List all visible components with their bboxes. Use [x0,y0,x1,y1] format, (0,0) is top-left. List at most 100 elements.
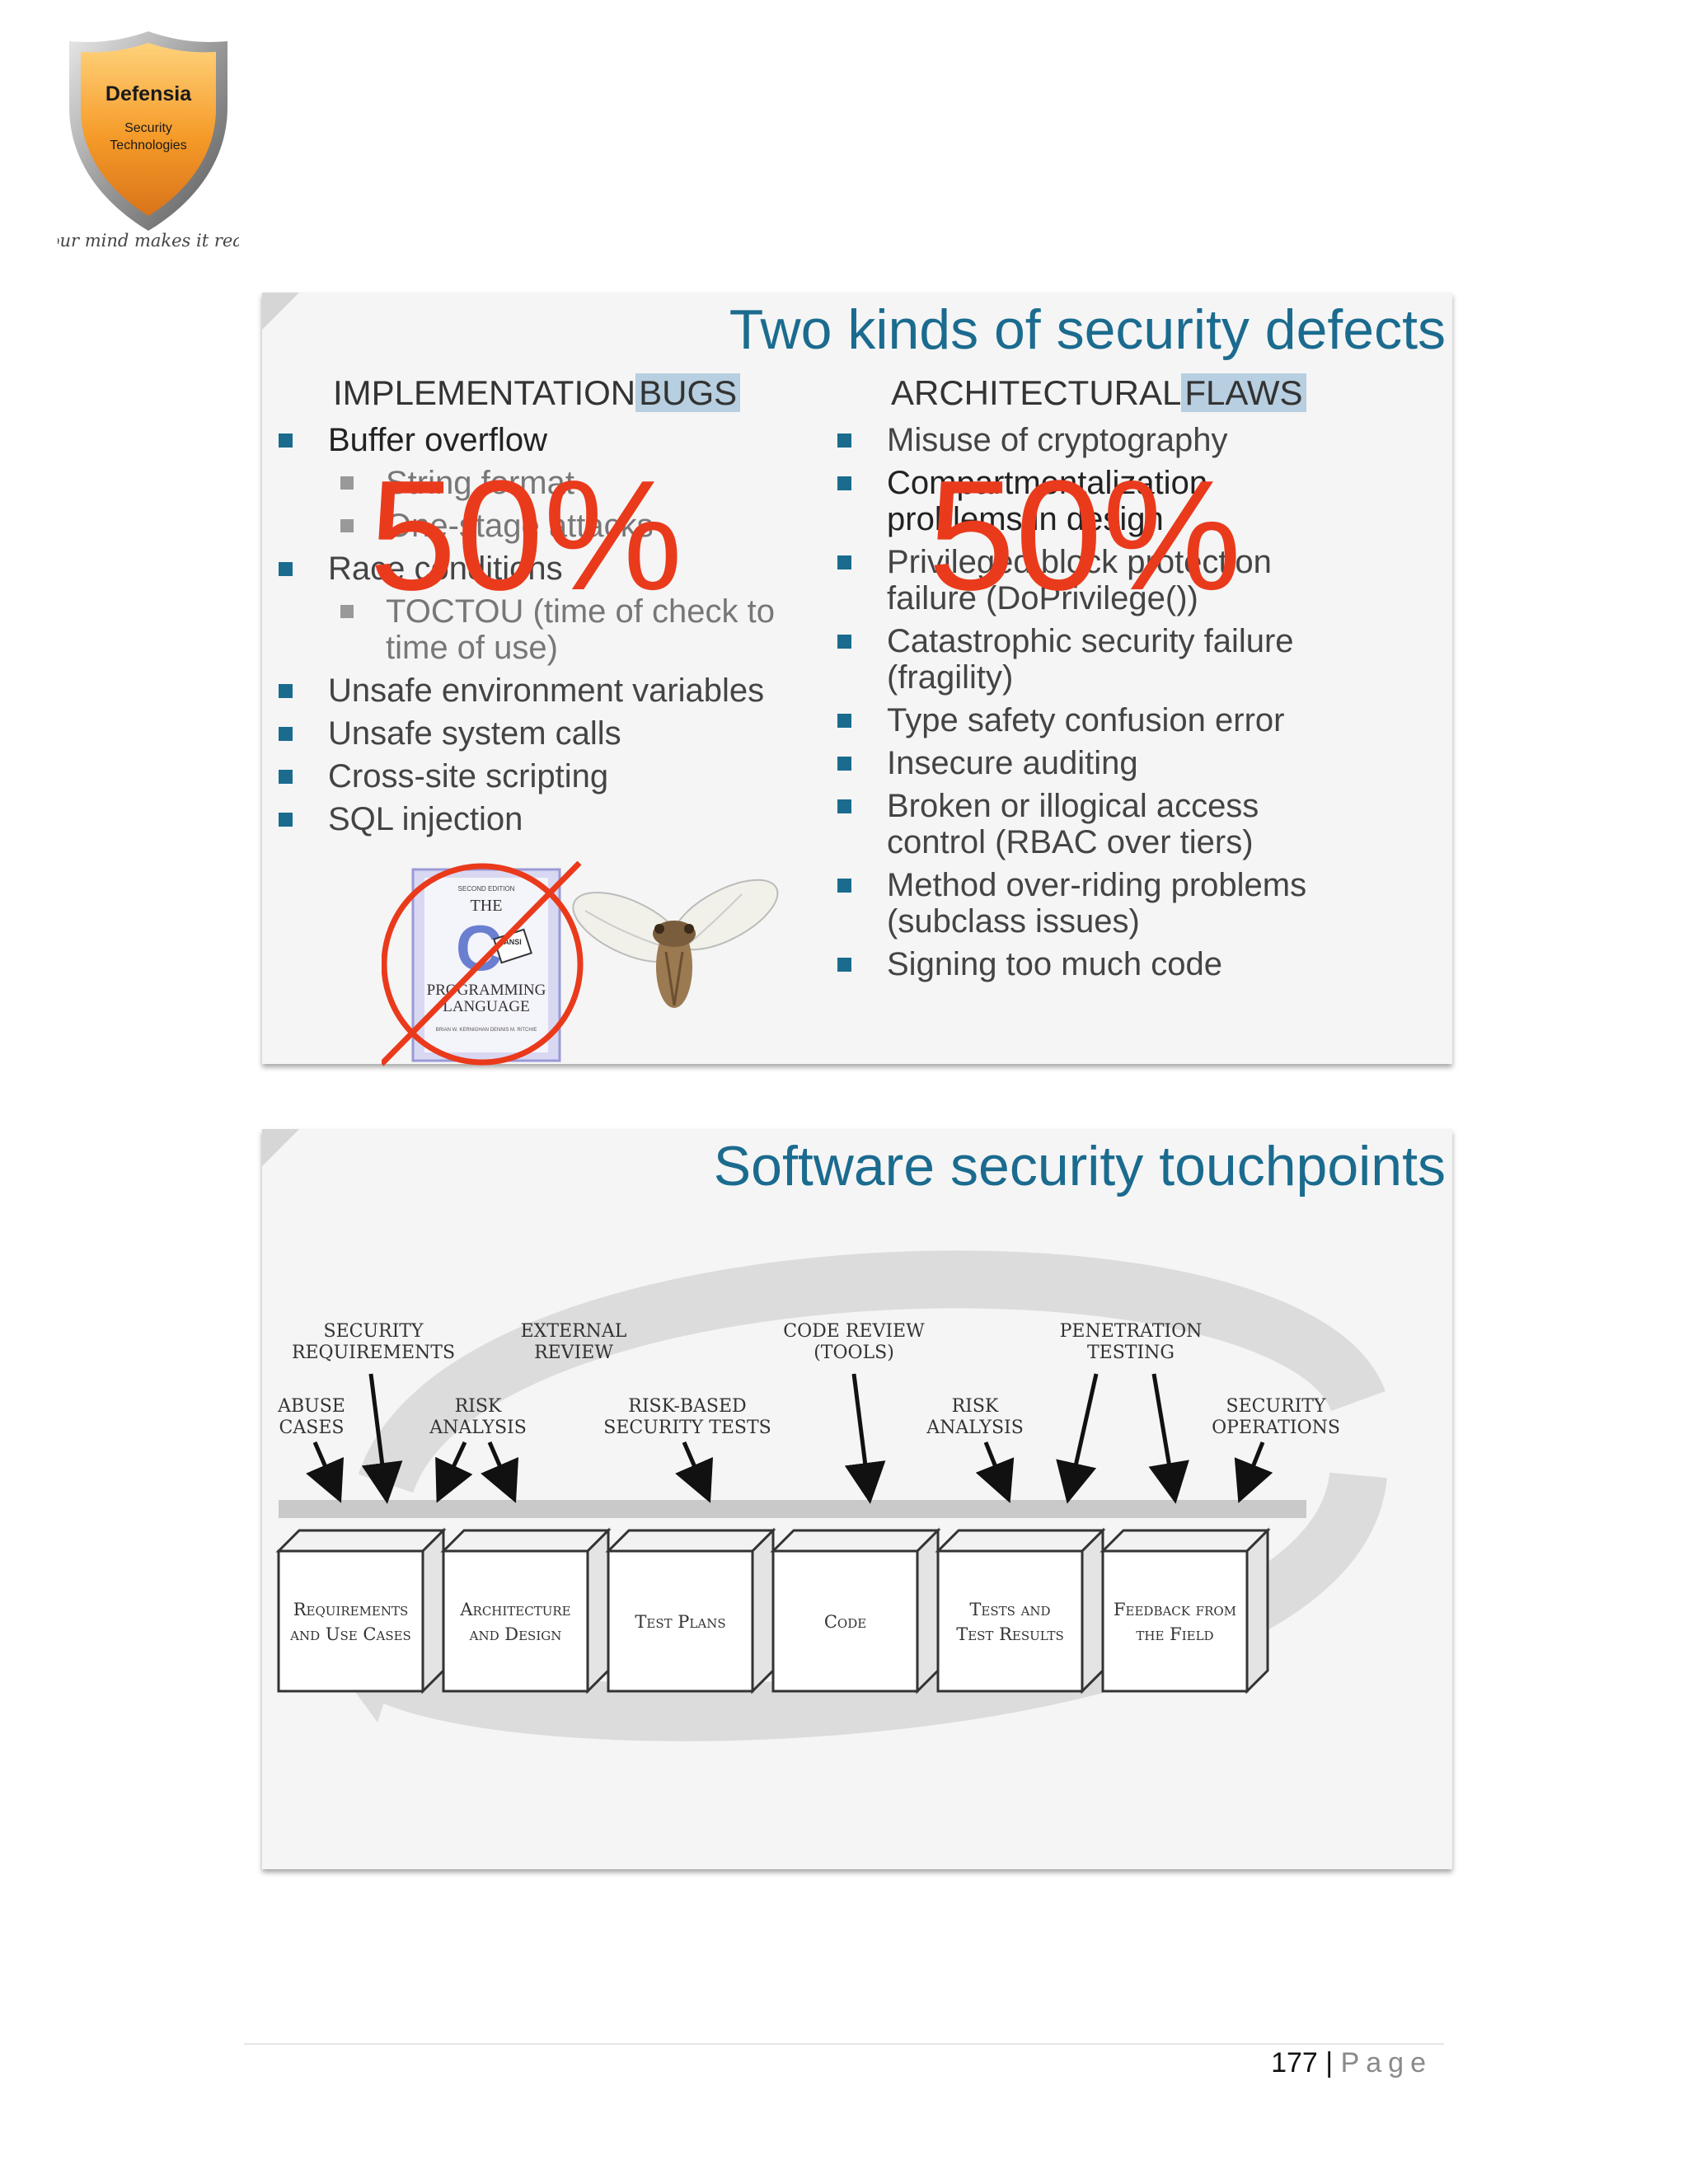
arrow [435,1441,473,1503]
implementation-bug-item: Race conditions [279,551,790,587]
label-security-requirements: SECURITY [324,1321,424,1342]
implementation-bug-item: SQL injection [279,801,790,837]
slide-corner-decoration [262,1129,299,1166]
page-label: Page [1340,2047,1432,2079]
label-penetration: PENETRATION [1060,1321,1203,1342]
label-abuse-cases-2: CASES [279,1418,345,1438]
phase-box-label: Architecture [459,1600,570,1619]
implementation-bug-item: Cross-site scripting [279,758,790,794]
label-external-review: EXTERNAL [521,1321,627,1342]
label-security-operations: SECURITY [1226,1396,1326,1417]
phase-box-label: the Field [1136,1624,1213,1644]
arrow [306,1441,345,1503]
book-ansi: ANSI [504,938,522,946]
label-external-review-2: REVIEW [534,1343,613,1363]
book-the: THE [471,897,503,915]
implementation-bug-item: Buffer overflow [279,422,790,458]
slide-security-touchpoints: Software security touchpoints SECURITY R… [262,1129,1452,1869]
heading-highlight: BUGS [635,373,741,412]
label-risk-based-tests-2: SECURITY TESTS [603,1418,771,1438]
implementation-bug-item: Unsafe system calls [279,715,790,752]
slide1-title: Two kinds of security defects [729,298,1446,361]
arrow [361,1373,403,1504]
arrow [1056,1373,1099,1504]
label-security-operations-2: OPERATIONS [1212,1418,1340,1438]
implementation-bug-item: One-stage attacks [279,508,790,544]
label-risk-analysis-1: RISK [455,1396,502,1417]
slide-corner-decoration [262,293,299,330]
label-code-review: CODE REVIEW [783,1321,925,1342]
architectural-flaws-heading: ARCHITECTURALFLAWS [891,373,1306,413]
book-edition: SECOND EDITION [458,885,515,893]
architectural-flaw-item: Privileged block protection failure (DoP… [837,544,1348,616]
cycle-arrow-top [358,1250,1386,1494]
book-title-2: LANGUAGE [443,998,530,1015]
c-book-crossed-icon: SECOND EDITION THE C ANSI PROGRAMMING LA… [382,861,584,1066]
label-code-review-2: (TOOLS) [814,1343,894,1363]
touchpoints-diagram: SECURITY REQUIREMENTS EXTERNAL REVIEW CO… [275,1250,1387,1741]
heading-part: ARCHITECTURAL [891,373,1182,412]
label-security-requirements-2: REQUIREMENTS [292,1343,455,1363]
phase-box-label: and Design [469,1624,562,1644]
defensia-logo: Defensia Security Technologies Your mind… [40,25,254,255]
phase-box: Feedback from the Field [1100,1527,1271,1694]
phase-box-label: Feedback from [1114,1600,1236,1619]
heading-part: IMPLEMENTATION [333,373,636,412]
phase-box: Code [770,1527,941,1694]
book-authors: BRIAN W. KERNIGHAN DENNIS M. RITCHIE [436,1028,537,1033]
footer-divider [244,2043,1444,2045]
phase-box-label: Requirements [293,1600,409,1619]
logo-tagline: Your mind makes it real. [58,231,239,251]
architectural-flaw-item: Broken or illogical access control (RBAC… [837,788,1348,860]
label-risk-based-tests: RISK-BASED [628,1396,746,1417]
label-risk-analysis-2b: ANALYSIS [926,1418,1024,1438]
logo-sub2: Technologies [110,138,186,152]
arrow [675,1441,714,1503]
logo-sub1: Security [124,121,172,135]
phase-box: Test Plans [605,1527,776,1694]
label-penetration-2: TESTING [1087,1343,1175,1363]
phase-box-label: Test Plans [635,1612,725,1632]
logo-name: Defensia [106,82,192,105]
shield-icon: Defensia Security Technologies Your mind… [40,31,254,251]
arrow [975,1441,1015,1503]
timeline-bar [279,1500,1306,1518]
label-risk-analysis-2: RISK [952,1396,999,1417]
implementation-bug-item: Unsafe environment variables [279,673,790,709]
phase-box-label: and Use Cases [289,1624,411,1644]
page-footer: 177 | Page [1271,2047,1432,2079]
implementation-bug-item: TOCTOU (time of check to time of use) [279,593,790,666]
phase-box: Requirements and Use Cases [275,1527,447,1694]
label-risk-analysis-1b: ANALYSIS [429,1418,527,1438]
right-percent-overlay: 50% [928,448,1242,623]
architectural-flaw-item: Signing too much code [837,946,1348,982]
architectural-flaw-item: Misuse of cryptography [837,422,1348,458]
slide2-title: Software security touchpoints [713,1135,1446,1197]
implementation-bugs-heading: IMPLEMENTATIONBUGS [333,373,741,413]
phase-box-label: Code [824,1612,866,1632]
phase-boxes: Requirements and Use Cases Architecture and… [275,1527,1271,1694]
arrow [844,1373,886,1504]
phase-box: Architecture and Design [440,1527,612,1694]
arrow [1234,1441,1273,1503]
footer-separator: | [1325,2047,1334,2079]
bug-icon [572,879,779,1008]
heading-highlight: FLAWS [1181,373,1306,412]
phase-box-label: Tests and [969,1600,1050,1619]
architectural-flaw-item: Method over-riding problems (subclass is… [837,867,1348,940]
page-number: 177 [1271,2047,1318,2079]
architectural-flaw-item: Catastrophic security failure (fragility… [837,623,1348,696]
arrow [1148,1373,1189,1504]
architectural-flaw-item: Type safety confusion error [837,702,1348,738]
implementation-bug-item: String format [279,465,790,501]
phase-box-label: Test Results [956,1624,1064,1644]
architectural-flaw-item: Insecure auditing [837,745,1348,781]
architectural-flaw-item: Compartmentalization problems in design [837,465,1348,537]
label-abuse-cases: ABUSE [277,1396,345,1417]
arrow [481,1441,519,1503]
left-percent-overlay: 50% [369,448,683,623]
slide-two-kinds-of-defects: Two kinds of security defects IMPLEMENTA… [262,293,1452,1066]
